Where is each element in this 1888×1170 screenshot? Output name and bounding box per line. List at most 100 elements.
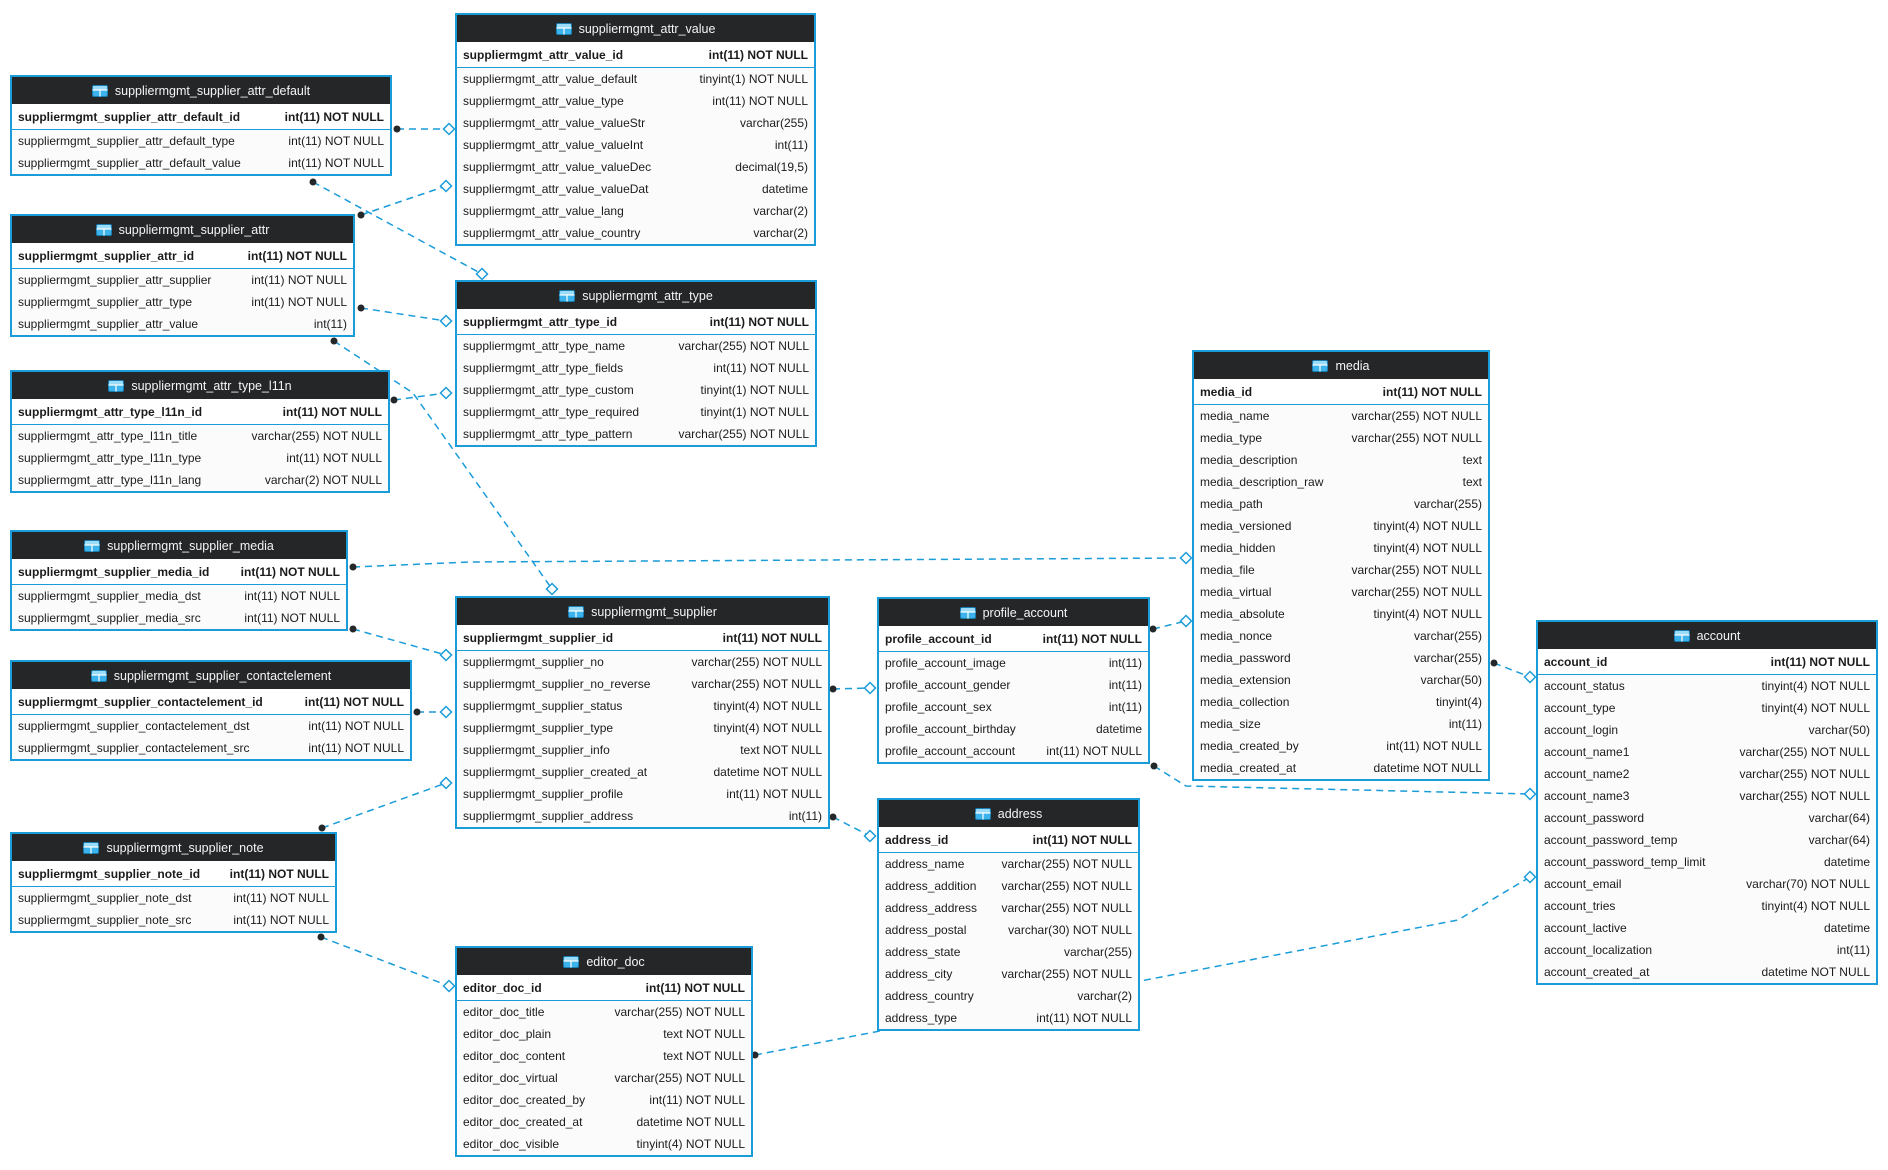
relationship-line[interactable] bbox=[393, 392, 447, 401]
table-suppliermgmt_attr_value[interactable]: suppliermgmt_attr_value suppliermgmt_attr… bbox=[455, 13, 816, 246]
table-header[interactable]: suppliermgmt_supplier_attr_default bbox=[12, 77, 390, 104]
table-header[interactable]: account bbox=[1538, 622, 1876, 649]
relationship-line[interactable] bbox=[320, 936, 450, 987]
table-header[interactable]: suppliermgmt_attr_type bbox=[457, 282, 815, 309]
table-header[interactable]: suppliermgmt_attr_value bbox=[457, 15, 814, 42]
table-header[interactable]: suppliermgmt_supplier_note bbox=[12, 834, 335, 861]
table-header[interactable]: suppliermgmt_supplier_attr bbox=[12, 216, 353, 243]
column-row[interactable]: suppliermgmt_supplier_contactelement_dst… bbox=[12, 715, 410, 737]
relationship-line[interactable] bbox=[1153, 765, 1531, 795]
table-header[interactable]: suppliermgmt_supplier_media bbox=[12, 532, 346, 559]
table-header[interactable]: profile_account bbox=[879, 599, 1148, 626]
table-header[interactable]: media bbox=[1194, 352, 1488, 379]
relationship-line[interactable] bbox=[321, 782, 447, 829]
relationship-line[interactable] bbox=[1493, 662, 1531, 678]
relationship-line[interactable] bbox=[1152, 620, 1187, 630]
relationship-line[interactable] bbox=[754, 876, 1531, 1056]
relationship-line[interactable] bbox=[360, 307, 447, 322]
column-row[interactable]: suppliermgmt_supplier_attr_default_value… bbox=[12, 152, 390, 174]
relationship-line[interactable] bbox=[360, 185, 447, 216]
relationship-line[interactable] bbox=[352, 557, 1187, 568]
relationship-line[interactable] bbox=[333, 340, 553, 590]
table-header[interactable]: suppliermgmt_attr_type_l11n bbox=[12, 372, 388, 399]
column-row[interactable]: suppliermgmt_supplier_contactelement_src… bbox=[12, 737, 410, 759]
table-header[interactable]: editor_doc bbox=[457, 948, 751, 975]
